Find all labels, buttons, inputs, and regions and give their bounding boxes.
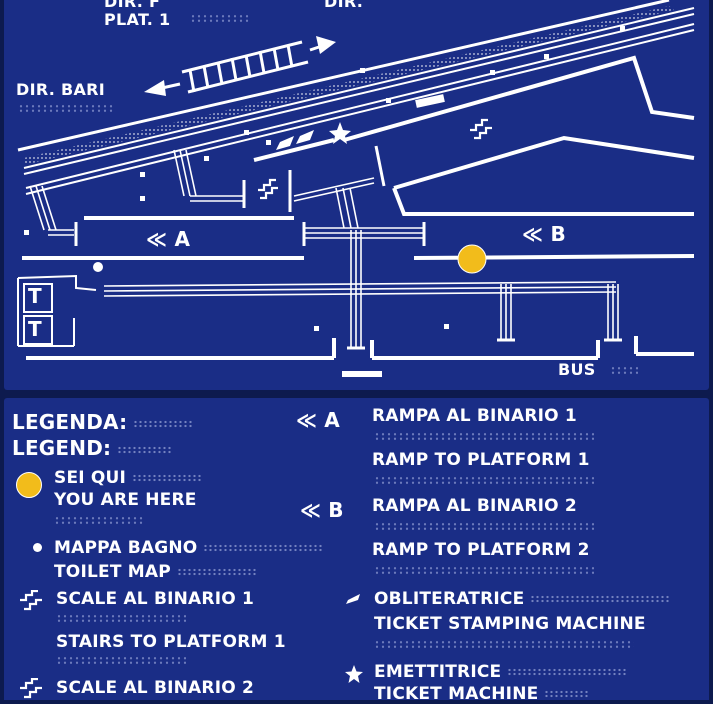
legend-stamp-en: TICKET STAMPING MACHINE	[374, 614, 646, 634]
star-icon	[345, 665, 363, 683]
white-dot-icon	[33, 543, 42, 552]
legend-ramp-a-symbol: ≪ A	[296, 408, 340, 432]
ticket-stamp-icon	[346, 594, 360, 604]
direction-bari-label: DIR. BARI	[16, 80, 106, 99]
legend-panel: LEGENDA: LEGEND: SEI QUI YOU ARE HERE MA…	[4, 398, 709, 704]
legend-ramp1-it: RAMPA AL BINARIO 1	[372, 406, 577, 426]
ticket-stamp-icon	[276, 130, 314, 150]
ticket-machine-markers	[24, 26, 625, 331]
stairs-icon	[258, 178, 278, 200]
railway-symbol	[144, 36, 336, 96]
railway-tracks	[17, 0, 695, 195]
platform-label: PLAT. 1	[104, 10, 171, 29]
braille-text	[374, 640, 634, 649]
braille-text	[54, 516, 144, 525]
braille-text	[190, 14, 250, 23]
ramp-b-label: ≪ B	[522, 222, 567, 246]
braille-text	[374, 476, 594, 485]
toilet-building	[17, 274, 97, 347]
station-map	[17, 0, 695, 377]
star-icon	[329, 122, 351, 144]
legend-title-it: LEGENDA:	[12, 410, 194, 434]
legend-toilet-it: MAPPA BAGNO	[54, 538, 324, 558]
you-are-here-marker	[457, 244, 487, 274]
braille-text	[18, 104, 114, 113]
underpass-corridors	[29, 149, 619, 348]
legend-machine-en: TICKET MACHINE	[374, 684, 589, 704]
toilet-label-2: T	[28, 317, 42, 341]
ramp-a-label: ≪ A	[146, 227, 191, 251]
corridor-caps	[74, 145, 622, 350]
legend-stairs1-it: SCALE AL BINARIO 1	[56, 589, 255, 609]
braille-text	[56, 656, 186, 665]
legend-you-it: SEI QUI	[54, 468, 203, 488]
legend-machine-it: EMETTITRICE	[374, 662, 628, 682]
direction-label-top-right: DIR.	[324, 0, 364, 11]
toilet-map-marker[interactable]	[91, 260, 105, 274]
toilet-label-1: T	[28, 284, 42, 308]
braille-text	[374, 566, 594, 575]
legend-stairs1-en: STAIRS TO PLATFORM 1	[56, 632, 286, 652]
braille-text	[610, 366, 638, 375]
braille-text	[374, 522, 594, 531]
legend-ramp2-it: RAMPA AL BINARIO 2	[372, 496, 577, 516]
legend-ramp2-en: RAMP TO PLATFORM 2	[372, 540, 590, 560]
stairs-icon	[20, 678, 42, 699]
legend-you-en: YOU ARE HERE	[54, 490, 197, 510]
braille-text	[374, 432, 594, 441]
legend-ramp1-en: RAMP TO PLATFORM 1	[372, 450, 590, 470]
legend-title-en: LEGEND:	[12, 436, 174, 460]
legend-stamp-it: OBLITERATRICE	[374, 589, 671, 609]
braille-text	[56, 614, 186, 623]
map-panel: DIR. F DIR. PLAT. 1 DIR. BARI ≪ A ≪ B T …	[4, 0, 709, 390]
stairs-icon	[20, 590, 42, 611]
platform-outlines	[22, 55, 695, 377]
legend-toilet-en: TOILET MAP	[54, 562, 257, 582]
yellow-dot-icon	[16, 472, 42, 498]
bus-label: BUS	[558, 360, 596, 379]
direction-label-top: DIR. F	[104, 0, 161, 11]
legend-stairs2-it: SCALE AL BINARIO 2	[56, 678, 255, 698]
legend-ramp-b-symbol: ≪ B	[300, 498, 344, 522]
stairs-icon	[470, 118, 492, 140]
